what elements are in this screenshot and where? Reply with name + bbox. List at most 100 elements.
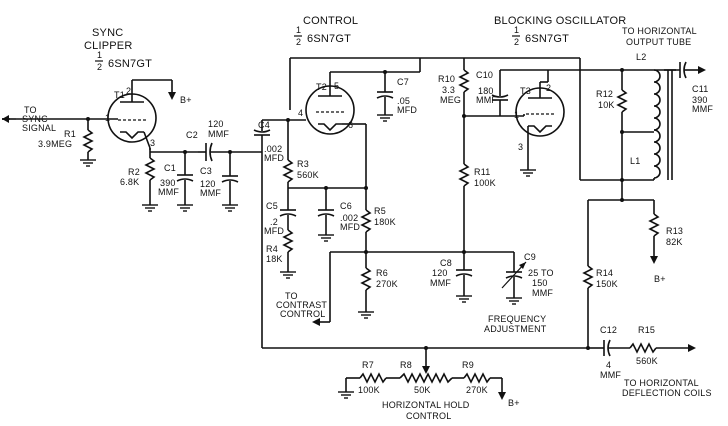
pin-1: 1 [514, 110, 519, 120]
c12-value: 4 [606, 360, 611, 370]
r8-label: R8 [400, 360, 412, 370]
deflection-coils-label: DEFLECTION COILS [622, 388, 712, 398]
r1-value: 3.9MEG [38, 139, 72, 149]
pin-2: 2 [546, 83, 551, 93]
half-num: 1 [97, 50, 102, 60]
contrast-control-label: CONTROL [280, 309, 325, 319]
r11-label: R11 [474, 167, 490, 177]
c11-value: 390 [692, 95, 708, 105]
r11-value: 100K [474, 178, 496, 188]
to-horizontal-label: TO HORIZONTAL [622, 26, 697, 36]
r4-value: 18K [266, 254, 283, 264]
potentiometer-r8: R8 50K [399, 360, 453, 395]
t1-label: T1 [114, 90, 125, 100]
capacitor-c6: C6 .002 MFD [317, 188, 360, 242]
capacitor-c5: C5 .2 MFD [264, 188, 297, 236]
half-den: 2 [514, 37, 519, 47]
r5-value: 180K [374, 217, 396, 227]
resistor-r11: R11 100K [458, 116, 496, 252]
tube2-type: 6SN7GT [307, 33, 351, 45]
c5-value: .2 [270, 217, 278, 227]
c8-unit: MMF [430, 278, 451, 288]
capacitor-c9: C9 25 TO 150 MMF [501, 252, 553, 305]
c6-label: C6 [340, 201, 352, 211]
c10-value: 180 [478, 86, 494, 96]
contrast-label: CONTRAST [276, 300, 327, 310]
resistor-r13: R13 82K B+ [648, 200, 683, 284]
pin-2: 2 [126, 86, 131, 96]
capacitor-c12: C12 4 MMF [588, 325, 630, 380]
r15-value: 560K [636, 356, 658, 366]
capacitor-c11: C11 390 MMF [654, 61, 713, 114]
tube-t3: T3 2 1 3 [514, 70, 565, 170]
to-contrast-label: TO [285, 291, 298, 301]
r5-label: R5 [374, 206, 386, 216]
r13-value: 82K [666, 237, 683, 247]
t2-label: T2 [316, 82, 327, 92]
tube1-type: 6SN7GT [108, 58, 152, 70]
sync-signal-label-2: SIGNAL [22, 123, 56, 133]
r13-label: R13 [666, 226, 683, 236]
output-tube-label: OUTPUT TUBE [626, 37, 691, 47]
capacitor-c10: C10 180 MMF [476, 69, 548, 116]
resistor-r9: R9 270K B+ [452, 360, 520, 408]
resistor-r15: R15 560K [629, 325, 696, 366]
blocking-osc-label: BLOCKING OSCILLATOR [494, 15, 626, 27]
l2-label: L2 [636, 52, 646, 62]
r7-label: R7 [362, 360, 374, 370]
to-sync-label: TO [24, 105, 37, 115]
resistor-r3: R3 560K [282, 120, 319, 188]
resistor-r10: R10 3.3 MEG [438, 58, 470, 116]
c1-unit: MMF [158, 187, 179, 197]
r10-value: 3.3 [442, 85, 455, 95]
tube3-type: 6SN7GT [525, 33, 569, 45]
r8-value: 50K [414, 385, 431, 395]
capacitor-c1: C1 390 MMF [158, 152, 194, 212]
resistor-r2: R2 6.8K [120, 148, 158, 212]
bplus-label: B+ [180, 95, 192, 105]
pin-5: 5 [334, 81, 339, 91]
capacitor-c3: C3 120 MMF [200, 152, 239, 212]
c7-value: .05 [397, 96, 410, 106]
sync-clipper-label-2: CLIPPER [84, 40, 132, 52]
c5-unit: MFD [264, 226, 284, 236]
resistor-r12: R12 10K [596, 70, 628, 180]
c3-label: C3 [200, 166, 212, 176]
c10-unit: MMF [476, 95, 497, 105]
c6-value: .002 [340, 213, 358, 223]
l1-label: L1 [630, 156, 640, 166]
r7-value: 100K [358, 385, 380, 395]
pin-6: 6 [348, 120, 353, 130]
c4-label: C4 [258, 120, 270, 130]
half-den: 2 [97, 62, 102, 72]
c7-unit: MFD [397, 105, 417, 115]
sync-clipper-label: SYNC [92, 27, 123, 39]
tube-t2: T2 5 4 6 [298, 72, 355, 135]
r2-value: 6.8K [120, 177, 139, 187]
resistor-r7: R7 100K [338, 360, 400, 399]
pin-4: 4 [298, 108, 303, 118]
c12-label: C12 [600, 325, 617, 335]
capacitor-c4: C4 .002 MFD [253, 120, 284, 163]
r3-value: 560K [297, 170, 319, 180]
r3-label: R3 [297, 159, 309, 169]
c10-label: C10 [476, 70, 493, 80]
half-den: 2 [296, 37, 301, 47]
c9-value-2: 150 [532, 278, 548, 288]
resistor-r14: R14 150K [582, 200, 618, 348]
c2-unit: MMF [208, 129, 229, 139]
c1-label: C1 [164, 163, 176, 173]
control-label: CONTROL [303, 15, 358, 27]
contrast-arrow [312, 318, 330, 326]
horizontal-hold-label: HORIZONTAL HOLD [382, 400, 470, 410]
c1-value: 390 [160, 178, 176, 188]
capacitor-c7: C7 .05 MFD [376, 77, 417, 122]
half-num: 1 [296, 25, 301, 35]
bplus-label: B+ [508, 398, 520, 408]
pin-3: 3 [150, 138, 155, 148]
transformer-l1-l2: L2 L1 [622, 52, 676, 181]
pin-1: 1 [105, 113, 110, 123]
pin-3: 3 [518, 142, 523, 152]
resistor-r6: R6 270K [358, 252, 398, 319]
to-horizontal-deflection-label: TO HORIZONTAL [624, 378, 699, 388]
